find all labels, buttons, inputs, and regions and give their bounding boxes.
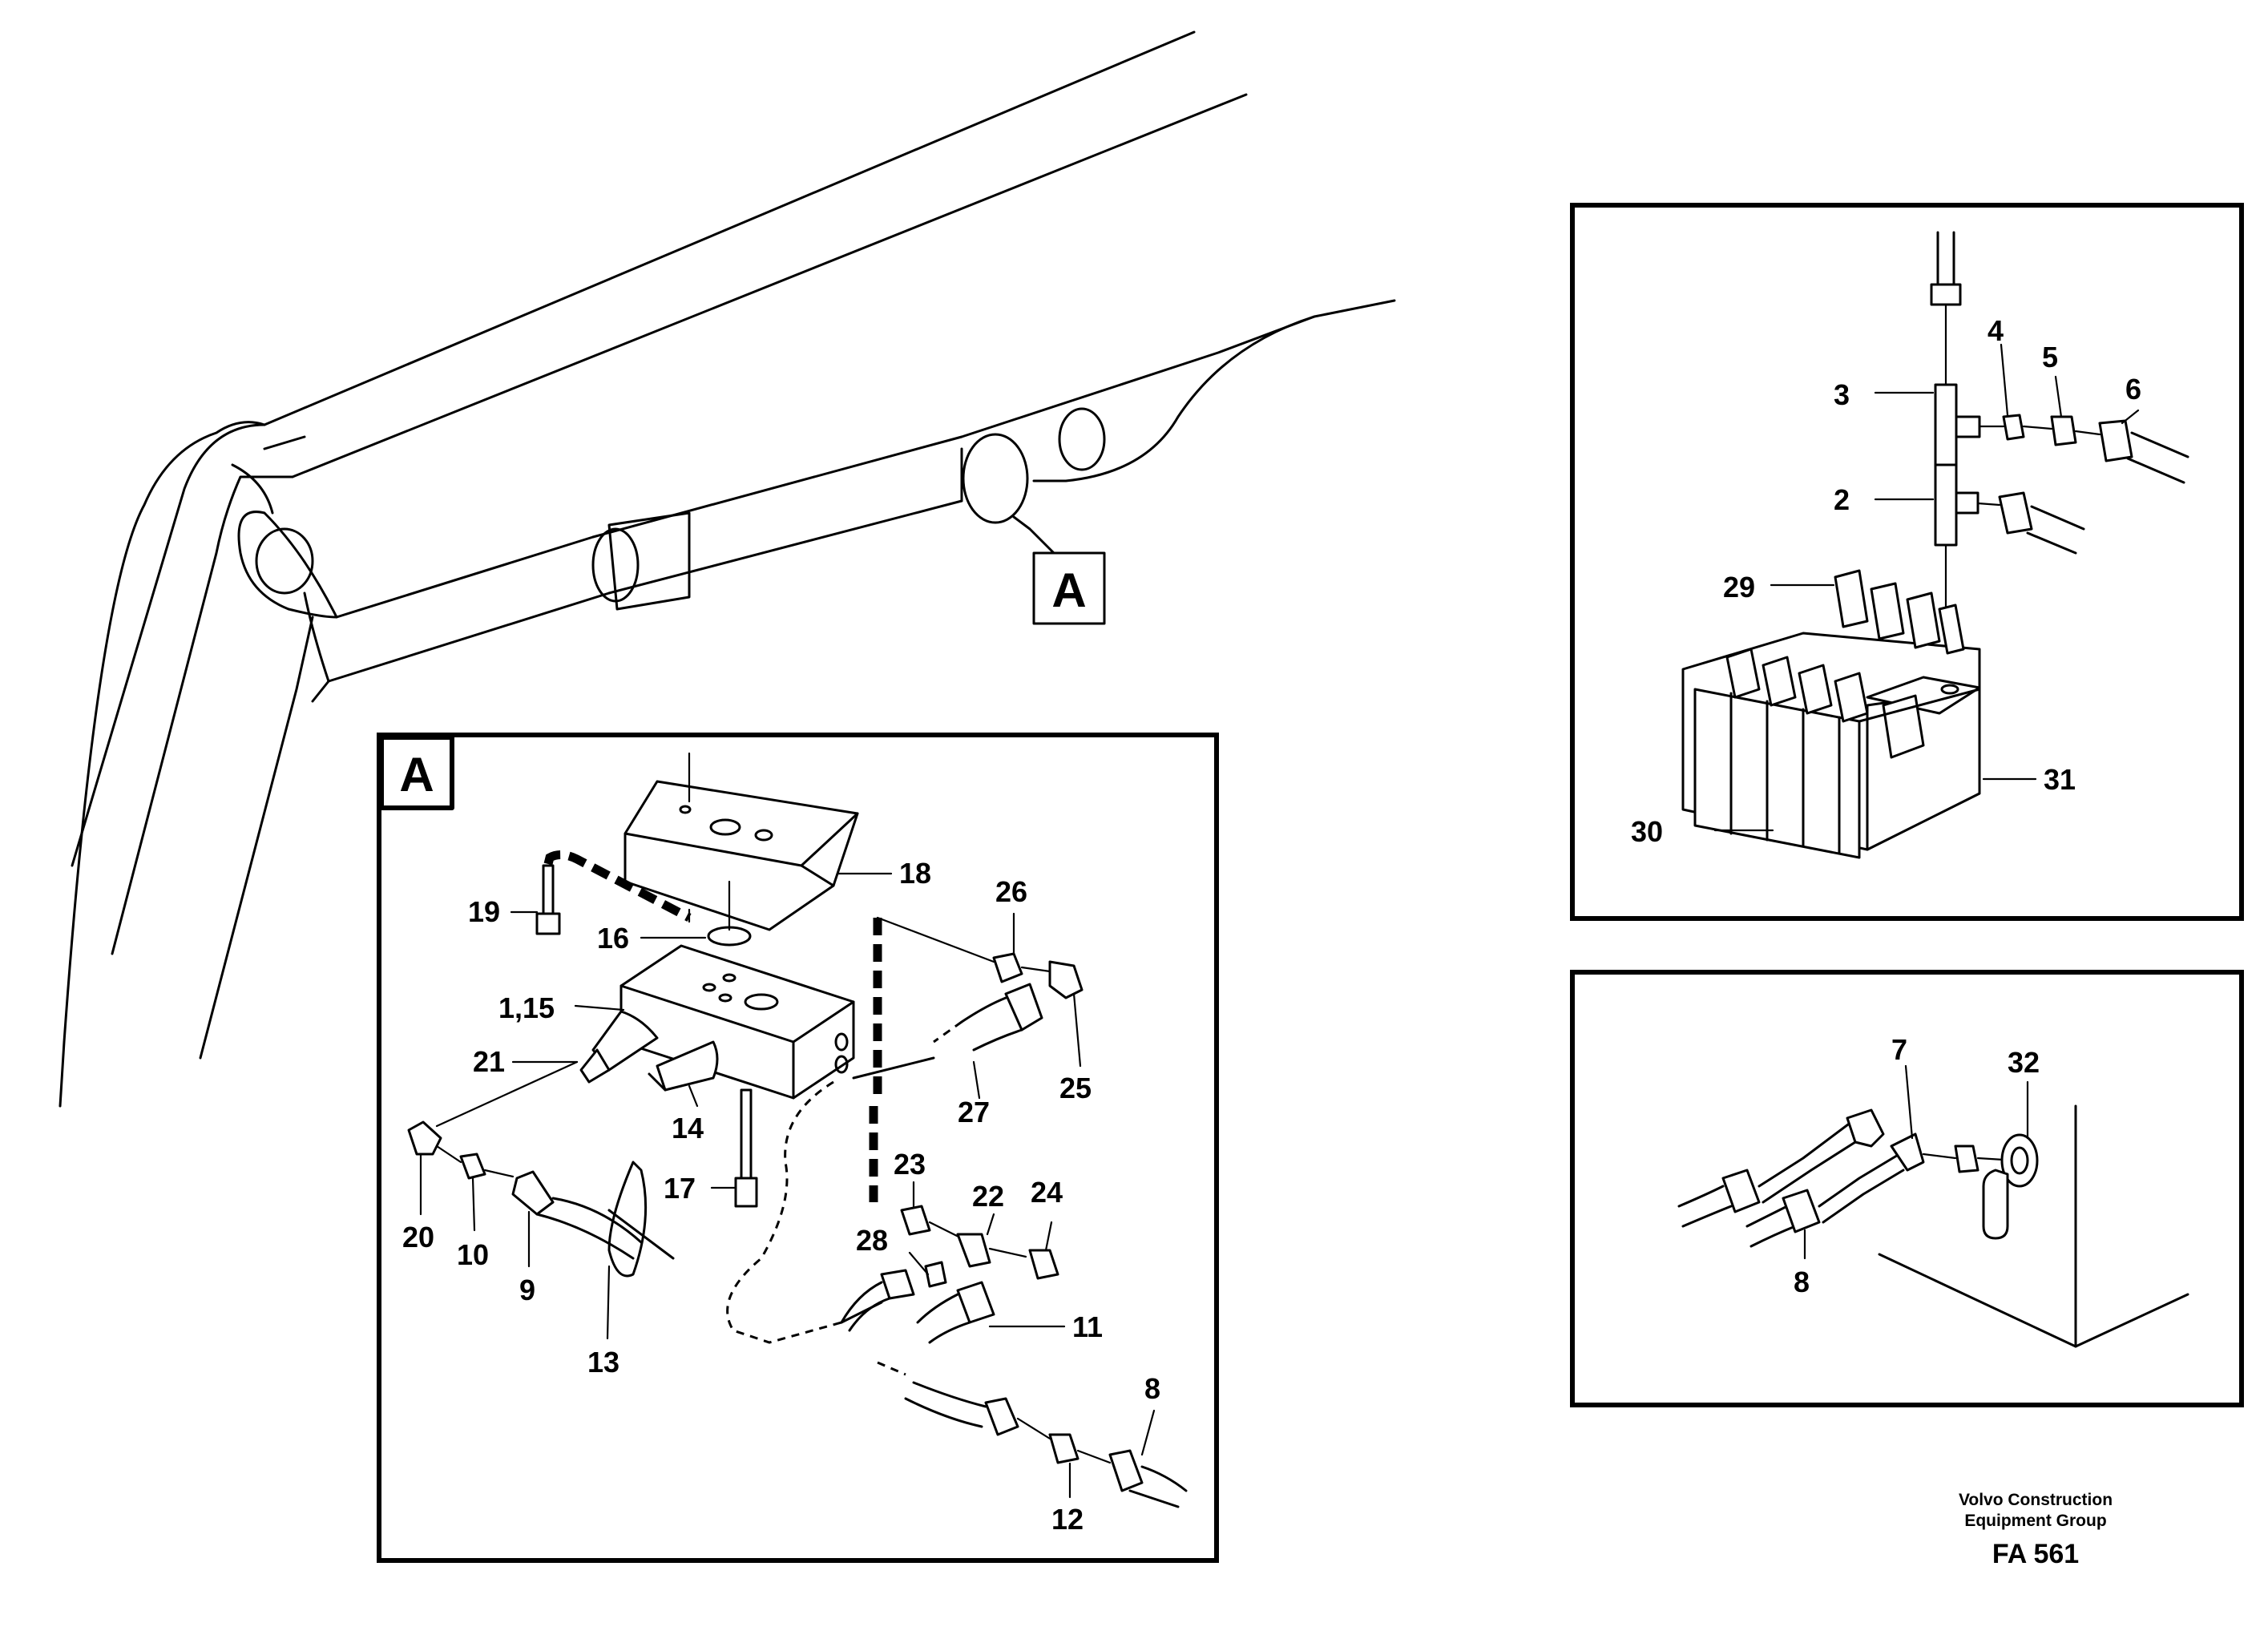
label-19: 19 xyxy=(468,895,500,928)
label-13: 13 xyxy=(587,1346,619,1379)
boom-arm-drawing: A xyxy=(59,30,1396,1108)
label-25: 25 xyxy=(1059,1072,1092,1104)
credit-block: Volvo Construction Equipment Group FA 56… xyxy=(1959,1491,2113,1569)
figure-code: FA 561 xyxy=(1992,1539,2079,1569)
label-16: 16 xyxy=(597,922,629,955)
credit-line-1: Volvo Construction xyxy=(1959,1491,2113,1509)
label-24: 24 xyxy=(1031,1176,1063,1209)
credit-line-2: Equipment Group xyxy=(1964,1512,2106,1530)
label-7: 7 xyxy=(1891,1033,1907,1066)
label-32: 32 xyxy=(2008,1046,2040,1079)
callout-a-box xyxy=(1032,551,1106,625)
label-9: 9 xyxy=(519,1274,535,1306)
label-6: 6 xyxy=(2125,373,2141,406)
label-14: 14 xyxy=(672,1112,704,1145)
label-8-inset: 8 xyxy=(1794,1266,1810,1298)
label-8: 8 xyxy=(1144,1372,1160,1405)
label-30: 30 xyxy=(1631,815,1663,848)
label-12: 12 xyxy=(1051,1503,1084,1536)
label-2: 2 xyxy=(1834,483,1850,516)
label-20: 20 xyxy=(402,1221,434,1254)
label-5: 5 xyxy=(2042,341,2058,373)
label-10: 10 xyxy=(457,1238,489,1271)
callout-a-letter: A xyxy=(1051,563,1086,617)
label-4: 4 xyxy=(1988,314,2004,347)
label-26: 26 xyxy=(995,875,1027,908)
detail-a-panel: A xyxy=(377,733,1219,1563)
label-22: 22 xyxy=(972,1180,1004,1213)
inset-upper-panel: 3 4 5 6 2 29 31 30 xyxy=(1570,203,2244,921)
label-21: 21 xyxy=(473,1045,505,1078)
label-11: 11 xyxy=(1072,1310,1103,1343)
label-1-15: 1,15 xyxy=(498,991,555,1024)
label-18: 18 xyxy=(899,857,931,890)
label-17: 17 xyxy=(664,1172,696,1205)
label-29: 29 xyxy=(1723,571,1755,604)
detail-a-tag: A xyxy=(399,748,434,801)
label-3: 3 xyxy=(1834,378,1850,411)
label-31: 31 xyxy=(2044,763,2076,796)
inset-lower-panel: 7 32 8 xyxy=(1570,970,2244,1407)
label-23: 23 xyxy=(894,1148,926,1181)
label-28: 28 xyxy=(856,1224,888,1257)
label-27: 27 xyxy=(958,1096,990,1128)
